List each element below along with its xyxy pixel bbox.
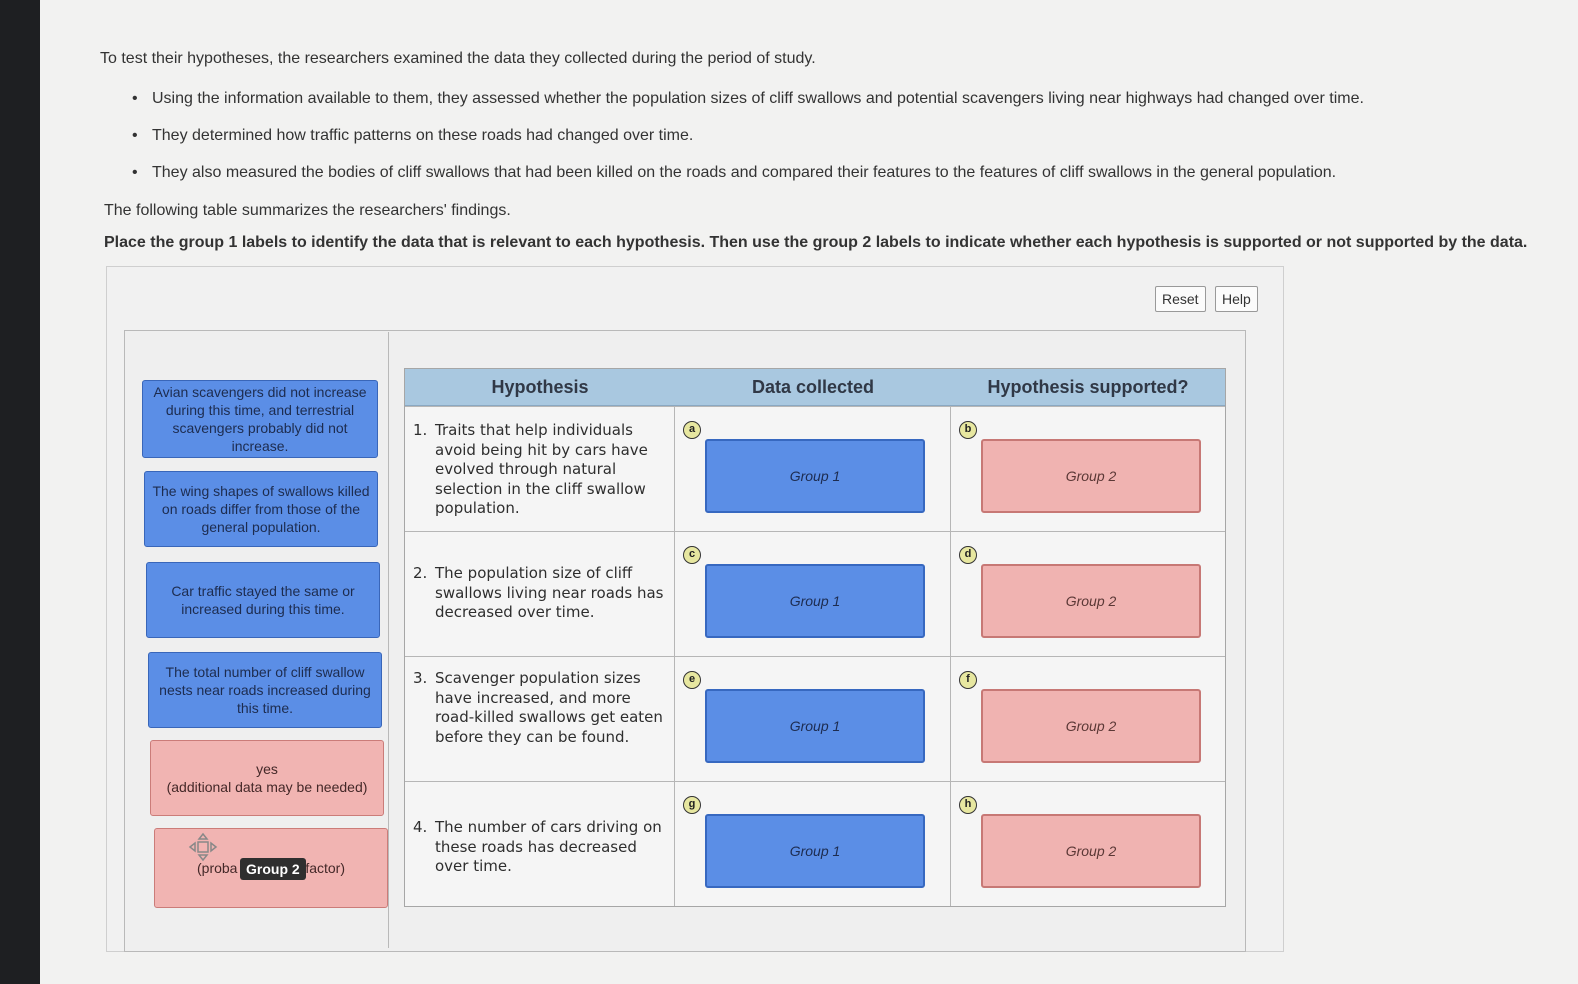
table-header: Hypothesis Data collected Hypothesis sup…: [405, 369, 1225, 406]
data-cell: a Group 1: [675, 407, 951, 531]
drop-target-group2[interactable]: Group 2: [981, 439, 1201, 513]
hypothesis-text: The population size of cliff swallows li…: [435, 564, 664, 621]
drop-target-group1[interactable]: Group 1: [705, 564, 925, 638]
draggable-label[interactable]: The total number of cliff swallow nests …: [148, 652, 382, 728]
draggable-label[interactable]: yes (additional data may be needed): [150, 740, 384, 816]
hypothesis-text: Traits that help individuals avoid being…: [435, 421, 648, 517]
hypothesis-table: Hypothesis Data collected Hypothesis sup…: [404, 368, 1226, 907]
data-cell: e Group 1: [675, 657, 951, 781]
move-icon: [188, 832, 218, 862]
instruction-text: Place the group 1 labels to identify the…: [104, 234, 1528, 251]
support-cell: d Group 2: [951, 532, 1225, 656]
drop-target-group1[interactable]: Group 1: [705, 814, 925, 888]
column-header-hypothesis: Hypothesis: [491, 376, 589, 397]
label-text-right: factor): [305, 860, 345, 876]
draggable-label-dragging[interactable]: (proba factor): [154, 828, 388, 908]
slot-marker: c: [683, 546, 701, 564]
drop-target-group1[interactable]: Group 1: [705, 439, 925, 513]
hypothesis-cell: 1. Traits that help individuals avoid be…: [405, 407, 675, 531]
data-cell: g Group 1: [675, 782, 951, 906]
draggable-label[interactable]: Car traffic stayed the same or increased…: [146, 562, 380, 638]
screen: To test their hypotheses, the researcher…: [40, 0, 1578, 984]
bullet-item: They determined how traffic patterns on …: [132, 127, 693, 145]
reset-button[interactable]: Reset: [1155, 286, 1206, 312]
draggable-label[interactable]: Avian scavengers did not increase during…: [142, 380, 378, 458]
drop-target-group2[interactable]: Group 2: [981, 564, 1201, 638]
hypothesis-text: The number of cars driving on these road…: [435, 818, 662, 875]
label-text-left: (proba: [197, 860, 238, 876]
drag-tooltip: Group 2: [240, 858, 306, 880]
column-header-data: Data collected: [751, 376, 875, 397]
drop-target-group1[interactable]: Group 1: [705, 689, 925, 763]
slot-marker: f: [959, 671, 977, 689]
hypothesis-cell: 4. The number of cars driving on these r…: [405, 782, 675, 906]
slot-marker: a: [683, 421, 701, 439]
bullet-item: Using the information available to them,…: [132, 90, 1364, 108]
hypothesis-text: Scavenger population sizes have increase…: [435, 669, 663, 746]
slot-marker: g: [683, 796, 701, 814]
drop-target-group2[interactable]: Group 2: [981, 689, 1201, 763]
summary-text: The following table summarizes the resea…: [104, 202, 511, 219]
row-number: 2.: [413, 564, 428, 582]
table-row: 3. Scavenger population sizes have incre…: [405, 656, 1225, 781]
row-number: 1.: [413, 421, 428, 439]
slot-marker: e: [683, 671, 701, 689]
table-row: 1. Traits that help individuals avoid be…: [405, 406, 1225, 531]
table-row: 2. The population size of cliff swallows…: [405, 531, 1225, 656]
support-cell: h Group 2: [951, 782, 1225, 906]
row-number: 4.: [413, 818, 428, 836]
help-button[interactable]: Help: [1215, 286, 1258, 312]
column-header-supported: Hypothesis supported?: [987, 376, 1189, 397]
hypothesis-cell: 3. Scavenger population sizes have incre…: [405, 657, 675, 781]
bullet-item: They also measured the bodies of cliff s…: [132, 164, 1336, 182]
slot-marker: d: [959, 546, 977, 564]
support-cell: f Group 2: [951, 657, 1225, 781]
row-number: 3.: [413, 669, 428, 687]
drop-target-group2[interactable]: Group 2: [981, 814, 1201, 888]
intro-text: To test their hypotheses, the researcher…: [100, 50, 816, 67]
data-cell: c Group 1: [675, 532, 951, 656]
label-bank: [126, 332, 389, 948]
slot-marker: h: [959, 796, 977, 814]
hypothesis-cell: 2. The population size of cliff swallows…: [405, 532, 675, 656]
draggable-label[interactable]: The wing shapes of swallows killed on ro…: [144, 471, 378, 547]
slot-marker: b: [959, 421, 977, 439]
table-row: 4. The number of cars driving on these r…: [405, 781, 1225, 906]
support-cell: b Group 2: [951, 407, 1225, 531]
